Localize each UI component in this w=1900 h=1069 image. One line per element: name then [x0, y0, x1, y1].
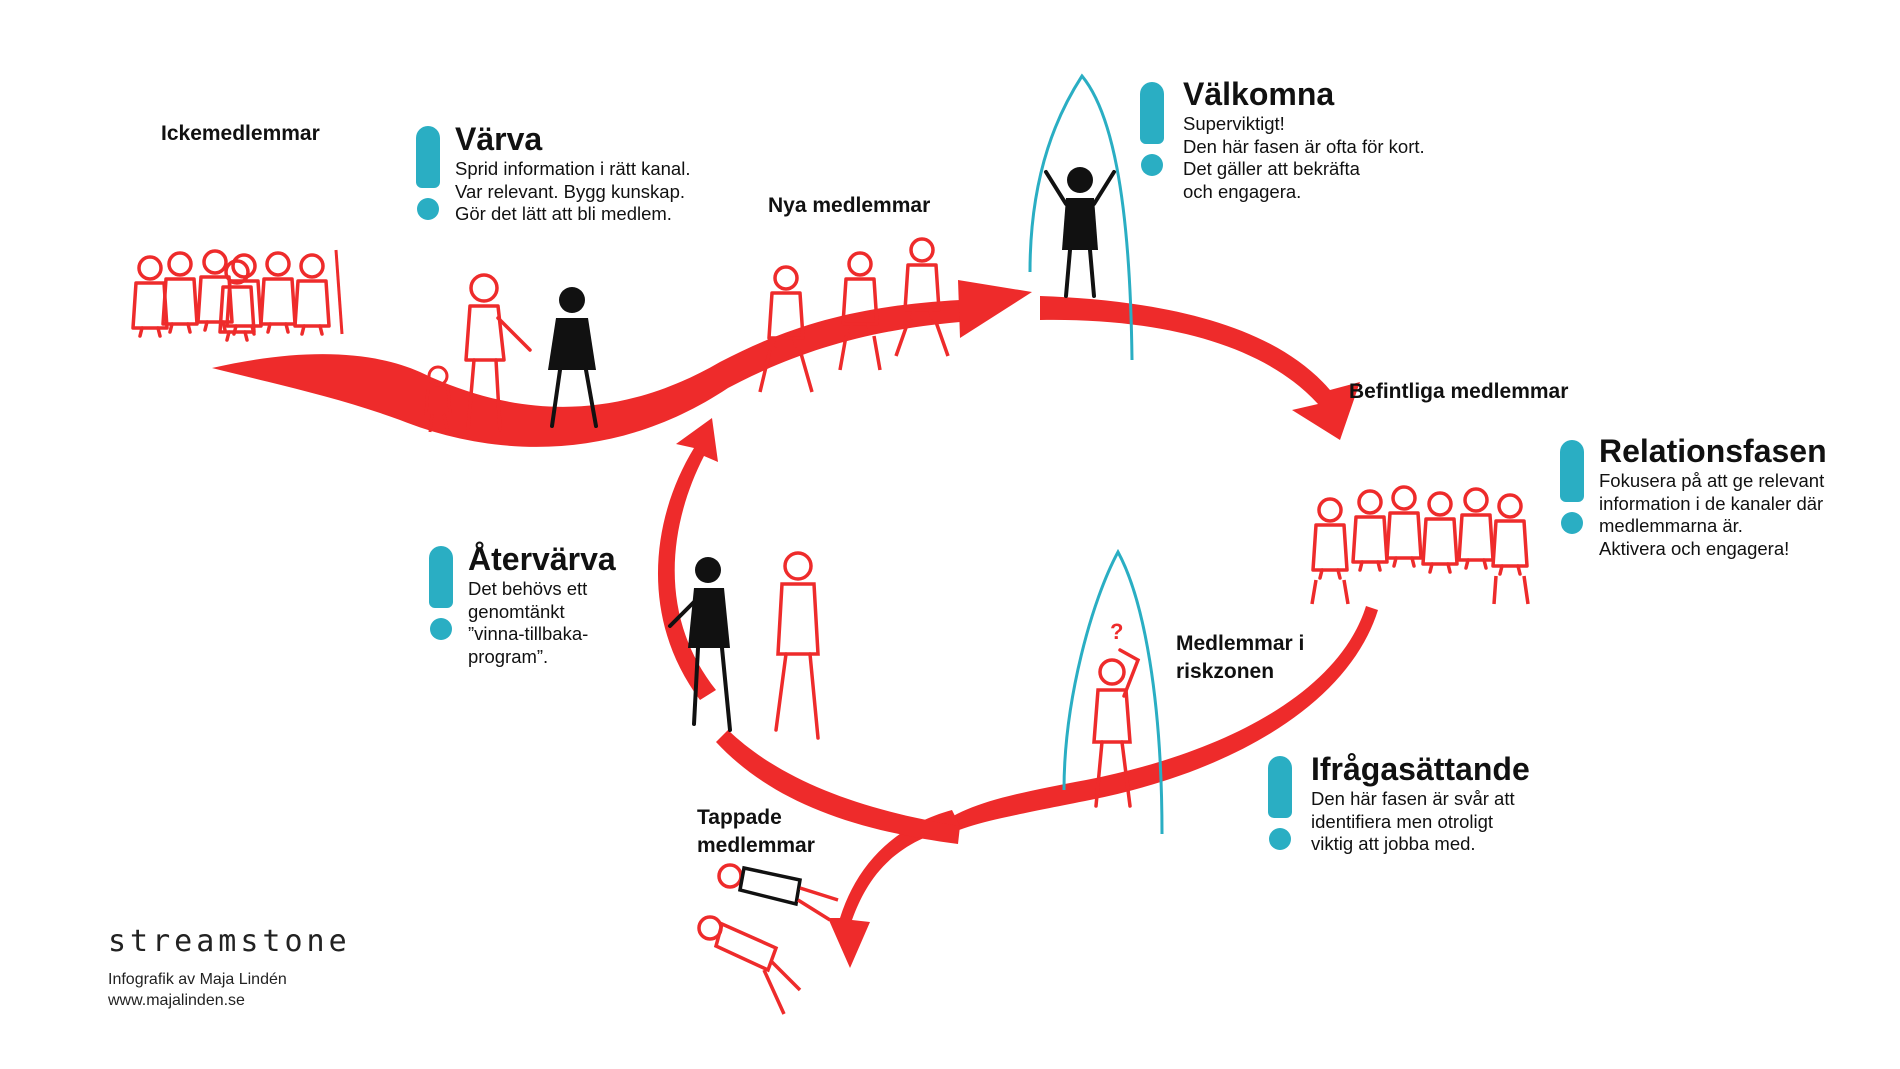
recruit-flow-arrow [212, 300, 960, 447]
winback-exclamation-icon [429, 546, 453, 642]
lost-label-line2: medlemmar [697, 834, 815, 857]
relation-line: medlemmarna är. [1599, 515, 1743, 536]
recruit-description: Sprid information i rätt kanal. Var rele… [455, 158, 690, 226]
relation-line: Fokusera på att ge relevant [1599, 470, 1825, 491]
relation-exclamation-icon [1560, 440, 1584, 536]
recruit-line: Gör det lätt att bli medlem. [455, 203, 672, 224]
winback-line: ”vinna-tillbaka- [468, 623, 589, 644]
lost-members-illustration [697, 863, 839, 1015]
question-line: viktig att jobba med. [1311, 833, 1476, 854]
welcome-title: Välkomna [1183, 76, 1335, 112]
lost-label-line1: Tappade [697, 806, 782, 829]
winback-title: Återvärva [468, 541, 616, 577]
decline-flow-arrow [934, 606, 1378, 840]
at-risk-members-label: Medlemmar i riskzonen [1176, 630, 1304, 686]
loss-flow-arrow [828, 810, 960, 968]
welcome-line: Superviktigt! [1183, 113, 1285, 134]
question-line: identifiera men otroligt [1311, 810, 1494, 832]
winback-line: program”. [468, 645, 549, 667]
welcome-description: Superviktigt! Den här fasen är ofta för … [1183, 113, 1425, 203]
recruit-line: Sprid information i rätt kanal. [455, 158, 691, 179]
recruit-arrowhead [958, 280, 1032, 338]
lower-flow-arrow [716, 730, 960, 844]
welcome-phase: Välkomna Superviktigt! Den här fasen är … [1183, 75, 1425, 203]
question-line: Den här fasen är svår att [1311, 788, 1515, 809]
welcome-line: Det gäller att bekräfta [1183, 158, 1360, 179]
recruit-pair-illustration [424, 273, 598, 433]
question-description: Den här fasen är svår att identifiera me… [1311, 788, 1530, 856]
relation-description: Fokusera på att ge relevant information … [1599, 470, 1827, 560]
winback-pair-illustration [668, 551, 820, 740]
winback-flow-arrow [657, 418, 718, 700]
non-members-group-illustration [131, 249, 344, 342]
risk-gate [1062, 548, 1164, 835]
welcome-exclamation-icon [1140, 82, 1164, 178]
welcome-flow-arrow [1040, 296, 1360, 440]
relation-title: Relationsfasen [1599, 433, 1827, 469]
flow-arrows [212, 280, 1378, 968]
recruit-exclamation-icon [416, 126, 440, 222]
recruit-title: Värva [455, 121, 543, 157]
new-members-label: Nya medlemmar [768, 194, 931, 217]
recruit-line: Var relevant. Bygg kunskap. [455, 180, 686, 202]
lost-members-label: Tappade medlemmar [697, 804, 815, 860]
relation-line: information i de kanaler där [1599, 492, 1824, 514]
question-mark-label: ? [1110, 619, 1124, 644]
relation-line: Aktivera och engagera! [1599, 537, 1790, 559]
existing-members-group-illustration [1310, 485, 1530, 605]
welcome-line: och engagera. [1183, 180, 1302, 202]
streamstone-logo: streamstone [108, 924, 351, 959]
new-members-walking-illustration [758, 237, 950, 393]
at-risk-label-line2: riskzonen [1176, 660, 1275, 683]
welcomed-member-illustration [1044, 167, 1116, 298]
winback-phase: Återvärva Det behövs ett genomtänkt ”vin… [468, 540, 616, 668]
non-members-label: Ickemedlemmar [161, 122, 320, 145]
question-phase: Ifrågasättande Den här fasen är svår att… [1311, 750, 1530, 856]
winback-line: Det behövs ett [468, 578, 588, 599]
relation-phase: Relationsfasen Fokusera på att ge releva… [1599, 432, 1827, 560]
winback-description: Det behövs ett genomtänkt ”vinna-tillbak… [468, 578, 616, 668]
existing-members-label: Befintliga medlemmar [1349, 380, 1569, 403]
recruit-phase: Värva Sprid information i rätt kanal. Va… [455, 120, 690, 226]
question-exclamation-icon [1268, 756, 1292, 852]
at-risk-label-line1: Medlemmar i [1176, 632, 1305, 655]
welcome-line: Den här fasen är ofta för kort. [1183, 135, 1425, 157]
at-risk-member-illustration [1092, 648, 1141, 808]
winback-line: genomtänkt [468, 600, 565, 622]
welcome-gate [1028, 73, 1134, 361]
question-title: Ifrågasättande [1311, 751, 1530, 787]
credit-author: Infografik av Maja Lindén [108, 971, 287, 988]
credit-website: www.majalinden.se [108, 992, 245, 1009]
